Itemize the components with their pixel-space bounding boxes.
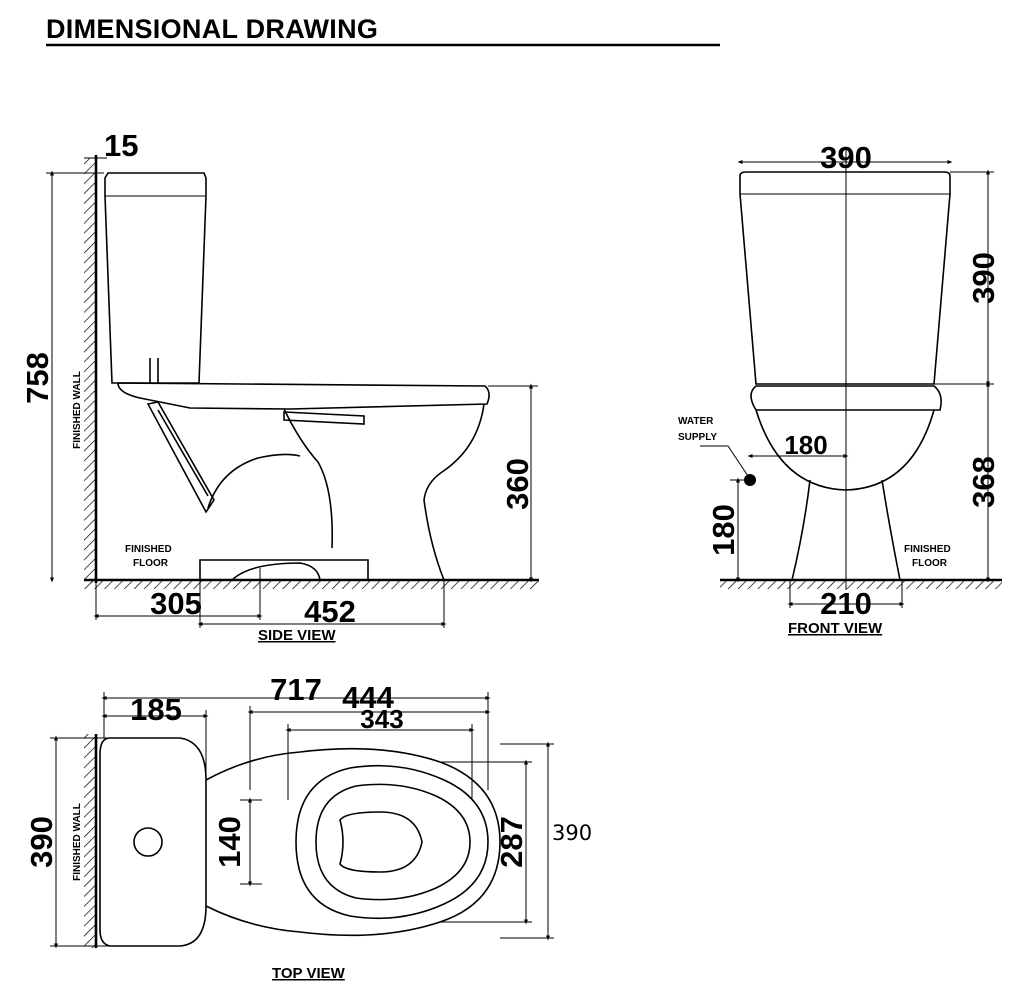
front-supply-leader [700,445,749,477]
side-floor-hatch [84,580,539,589]
front-label-finished-floor-2: FLOOR [912,558,948,569]
top-wall-hatch [84,734,96,948]
front-label-water: WATER [678,416,714,427]
side-base [199,559,369,581]
side-dim-360: 360 [500,458,535,510]
side-flush-valve [149,358,159,383]
top-view: FINISHED WALL 140 390 185 717 [24,672,592,982]
top-bowl-opening [339,811,423,873]
side-inlet-pipe [146,401,215,514]
top-tank [99,737,207,947]
side-label-finished-wall: FINISHED WALL [72,371,83,449]
front-dim-368: 368 [966,456,1001,508]
side-hinge [283,411,365,425]
side-dim-758: 758 [20,352,55,404]
top-dim-185: 185 [130,692,182,727]
top-seat-inner [315,783,471,901]
front-label-finished-floor-1: FINISHED [904,544,951,555]
top-label-finished-wall: FINISHED WALL [72,803,83,881]
front-dim-180-height: 180 [706,504,741,556]
top-dim-140: 140 [212,816,247,868]
side-bowl [423,403,485,581]
side-label-finished-floor-1: FINISHED [125,544,172,555]
front-seat [750,385,942,411]
front-pedestal [791,479,901,581]
side-tank [104,172,207,384]
side-wall-hatch [84,158,96,583]
front-dim-390-width: 390 [820,140,872,175]
top-dim-287: 287 [494,816,529,868]
side-seat [117,382,490,410]
top-dim-390-tank: 390 [24,816,59,868]
top-flush-button [133,827,163,857]
front-bowl [755,409,935,491]
front-dim-210: 210 [820,586,872,621]
top-dim-343: 343 [360,704,403,734]
side-view: 15 758 FINISHED WALL 360 FINISHED FLOOR … [20,128,539,644]
side-view-caption: SIDE VIEW [258,627,336,644]
heading: DIMENSIONAL DRAWING [46,14,720,47]
page-title: DIMENSIONAL DRAWING [46,14,378,44]
front-label-supply: SUPPLY [678,432,717,443]
top-bowl-body [205,747,501,937]
front-tank [739,171,951,385]
front-dim-390-height: 390 [966,252,1001,304]
side-dim-452: 452 [304,594,356,629]
front-view: 390 390 368 WATER SUPPLY 180 180 FINISHE… [678,140,1002,637]
top-view-caption: TOP VIEW [272,965,346,982]
top-dim-717: 717 [270,672,322,707]
side-trap [207,408,334,549]
top-seat-outer [295,764,489,920]
side-dim-305: 305 [150,586,202,621]
top-dim-444: 444 [342,680,394,715]
front-view-caption: FRONT VIEW [788,620,883,637]
top-dim-390-overall: 390 [552,821,592,845]
front-floor-hatch [720,580,1002,589]
side-dim-15: 15 [104,128,138,163]
side-label-finished-floor-2: FLOOR [133,558,169,569]
front-dim-180-offset: 180 [784,430,827,460]
